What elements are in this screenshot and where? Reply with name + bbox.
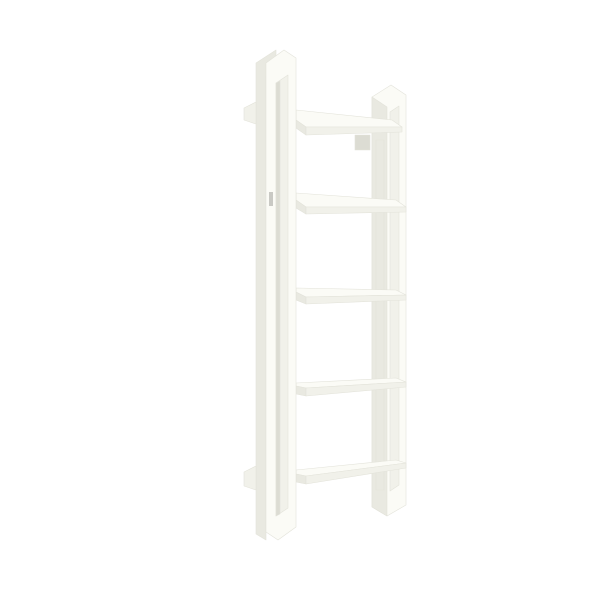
front-frame [243, 49, 297, 541]
valve-fitting-icon [269, 192, 273, 206]
wall-bracket-top [243, 101, 257, 125]
wall-bracket-bottom [243, 465, 257, 491]
back-inner-rod [375, 139, 385, 491]
rung-1 [295, 109, 403, 151]
rungs [295, 109, 407, 485]
rung-3 [295, 287, 407, 305]
rung-2 [295, 192, 407, 215]
front-frame-window-shade [275, 80, 281, 517]
